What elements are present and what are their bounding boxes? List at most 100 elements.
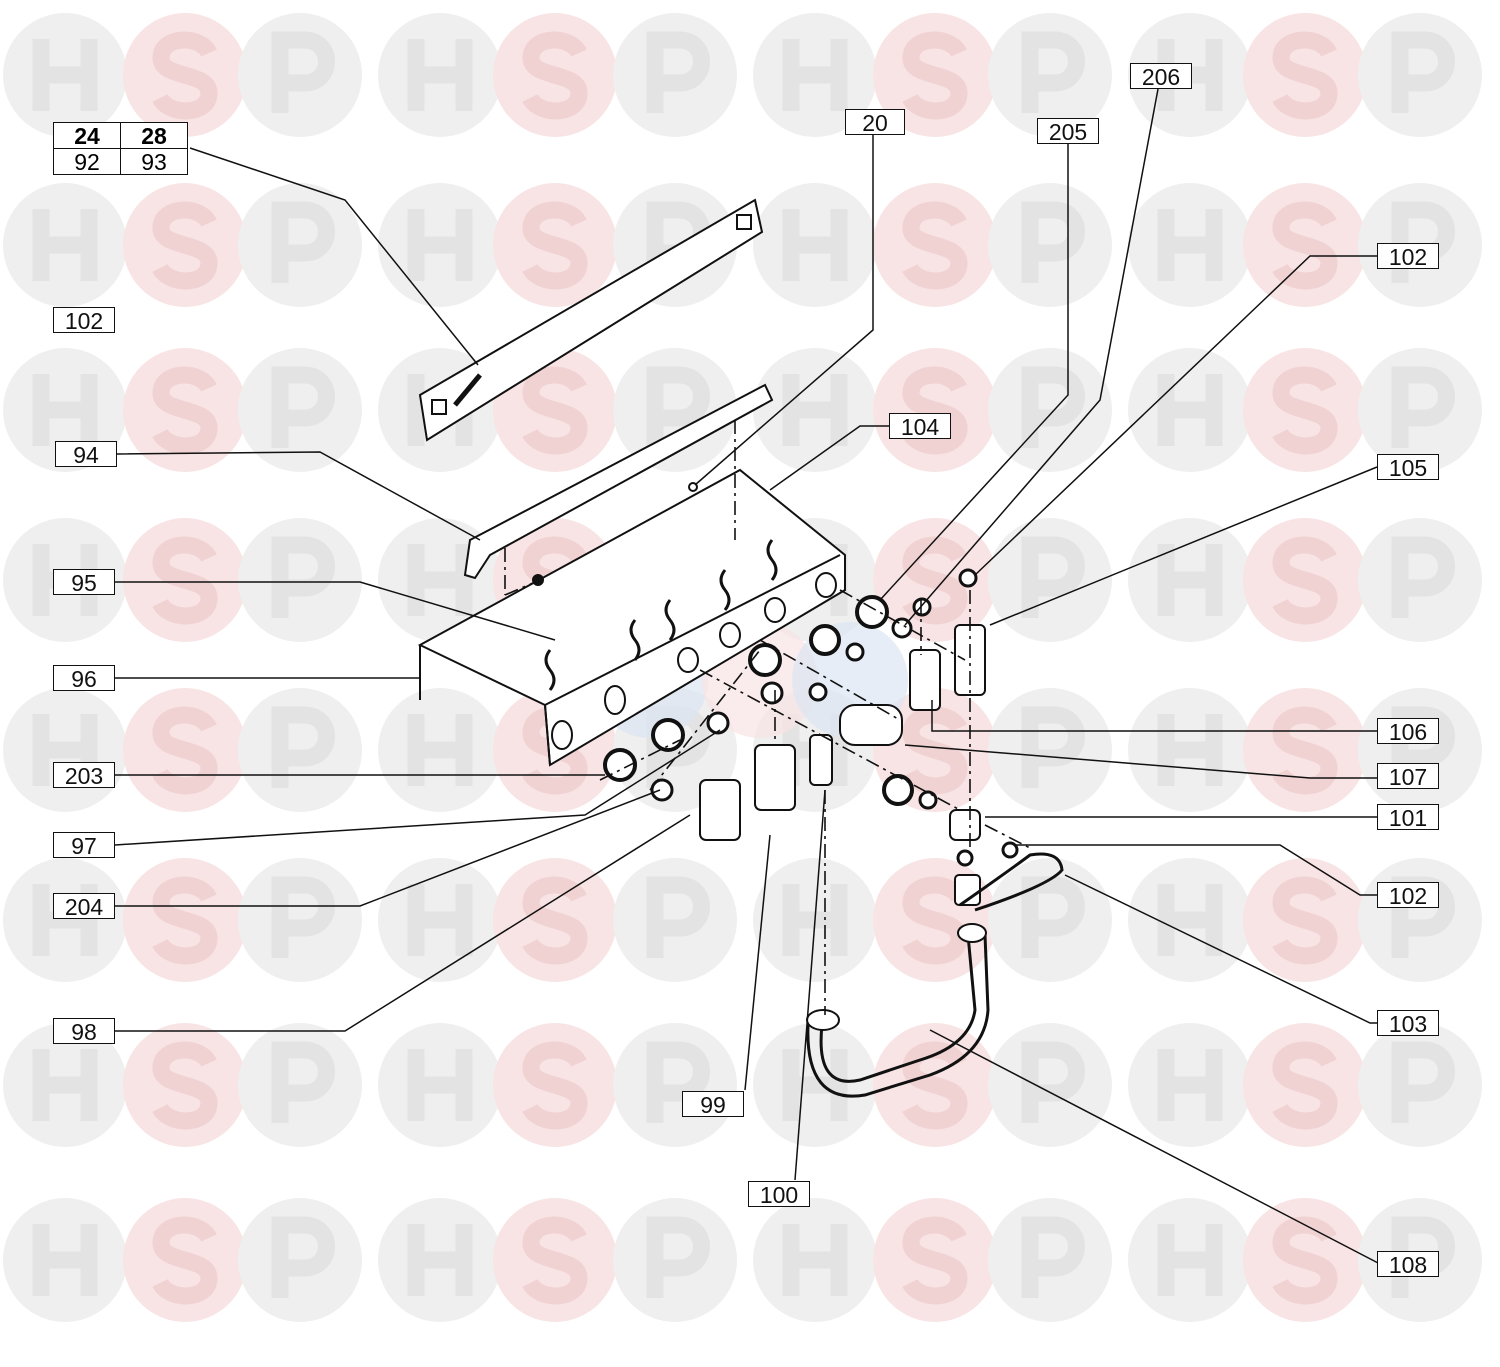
part-callout-101[interactable]: 101	[1377, 804, 1439, 831]
part-callout-98[interactable]: 98	[53, 1018, 115, 1045]
part-callout-108[interactable]: 108	[1377, 1251, 1439, 1278]
watermark-letter-shape	[271, 876, 335, 958]
part-callout-105[interactable]: 105	[1377, 454, 1439, 481]
leader-line	[769, 425, 889, 491]
watermark-letter-shape	[1021, 876, 1085, 958]
watermark-letter-shape	[32, 39, 98, 111]
watermark-letter-shape	[1272, 1216, 1338, 1305]
leader-line	[115, 581, 556, 641]
watermark-letter-shape	[32, 374, 98, 446]
watermark-letter-shape	[1021, 536, 1085, 618]
variant-part-92[interactable]: 92	[53, 148, 121, 175]
watermark-letter-shape	[152, 31, 218, 120]
watermark-letter-shape	[407, 1049, 473, 1121]
watermark-letter-shape	[152, 1216, 218, 1305]
part-callout-204[interactable]: 204	[53, 893, 115, 920]
watermark-letter-shape	[1157, 1049, 1223, 1121]
part-callout-102[interactable]: 102	[1377, 882, 1439, 909]
watermark-letter-shape	[152, 1041, 218, 1130]
part-callout-205[interactable]: 205	[1037, 118, 1099, 145]
part-callout-96[interactable]: 96	[53, 665, 115, 692]
watermark-letter-shape	[152, 201, 218, 290]
pipe-103	[959, 852, 1064, 912]
part-callout-107[interactable]: 107	[1377, 763, 1439, 790]
leader-line	[1064, 874, 1377, 1024]
leader-line	[931, 700, 1377, 732]
watermark-letter-shape	[1272, 706, 1338, 795]
watermark-letter-shape	[782, 374, 848, 446]
watermark-letter-shape	[1272, 536, 1338, 625]
leader-line	[694, 135, 874, 486]
watermark-letter-shape	[902, 536, 968, 625]
leader-line	[115, 814, 691, 1032]
watermark-letter-shape	[1391, 31, 1455, 113]
watermark-letter-shape	[271, 366, 335, 448]
watermark-letter-shape	[1021, 31, 1085, 113]
watermark-letter-shape	[782, 39, 848, 111]
leader-line	[116, 451, 481, 541]
watermark-letter-shape	[1272, 876, 1338, 965]
leader-line	[115, 789, 661, 907]
watermark-letter-shape	[407, 39, 473, 111]
watermark-letter-shape	[271, 31, 335, 113]
watermark-letter-shape	[407, 544, 473, 616]
watermark-letter-shape	[522, 366, 588, 455]
part-callout-106[interactable]: 106	[1377, 718, 1439, 745]
watermark-letter-shape	[646, 1216, 710, 1298]
leader-line	[904, 88, 1159, 626]
watermark-letter-shape	[646, 876, 710, 958]
leader-line	[879, 144, 1069, 601]
watermark-letter-shape	[1157, 714, 1223, 786]
leader-line	[1015, 844, 1377, 896]
watermark-letter-shape	[152, 366, 218, 455]
watermark-letter-shape	[1157, 544, 1223, 616]
leader-line	[189, 147, 479, 366]
watermark-letter-shape	[1391, 366, 1455, 448]
watermark-letter-shape	[32, 209, 98, 281]
watermark-letter-shape	[271, 1216, 335, 1298]
part-callout-95[interactable]: 95	[53, 569, 115, 596]
watermark-letter-shape	[1021, 1216, 1085, 1298]
leader-line	[744, 834, 771, 1091]
watermark-letter-shape	[782, 1224, 848, 1296]
part-callout-102[interactable]: 102	[1377, 243, 1439, 270]
part-callout-97[interactable]: 97	[53, 832, 115, 859]
watermark-letter-shape	[1021, 201, 1085, 283]
part-callout-206[interactable]: 206	[1130, 63, 1192, 90]
part-callout-203[interactable]: 203	[53, 762, 115, 789]
leader-line	[989, 466, 1378, 626]
watermark-letter-shape	[1157, 374, 1223, 446]
leader-line	[794, 789, 826, 1181]
watermark-letter-shape	[522, 201, 588, 290]
part-callout-94[interactable]: 94	[55, 441, 117, 468]
watermark-letter-shape	[1272, 31, 1338, 120]
watermark-letter-shape	[1272, 1041, 1338, 1130]
leader-line	[974, 255, 1377, 576]
watermark-letter-shape	[271, 706, 335, 788]
watermark-letter-shape	[782, 1049, 848, 1121]
watermark-letter-shape	[902, 876, 968, 965]
part-callout-103[interactable]: 103	[1377, 1010, 1439, 1037]
part-callout-99[interactable]: 99	[682, 1091, 744, 1118]
variant-part-93[interactable]: 93	[120, 148, 188, 175]
mounting-plate	[418, 198, 764, 442]
watermark-letter-shape	[1157, 1224, 1223, 1296]
variant-header-28: 28	[120, 122, 188, 149]
watermark-letter-shape	[902, 31, 968, 120]
part-callout-104[interactable]: 104	[889, 413, 951, 440]
part-callout-102[interactable]: 102	[53, 307, 115, 334]
watermark-letter-shape	[522, 1041, 588, 1130]
part-callout-20[interactable]: 20	[845, 109, 905, 136]
watermark-letter-shape	[522, 1216, 588, 1305]
watermark-letter-shape	[1021, 1041, 1085, 1123]
variant-header-24: 24	[53, 122, 121, 149]
part-callout-100[interactable]: 100	[748, 1181, 810, 1208]
watermark-letter-shape	[32, 1049, 98, 1121]
watermark-letter-shape	[782, 209, 848, 281]
leader-line	[114, 729, 721, 846]
watermark-letter-shape	[902, 366, 968, 455]
watermark-letter-shape	[902, 1041, 968, 1130]
watermark-letter-shape	[271, 1041, 335, 1123]
